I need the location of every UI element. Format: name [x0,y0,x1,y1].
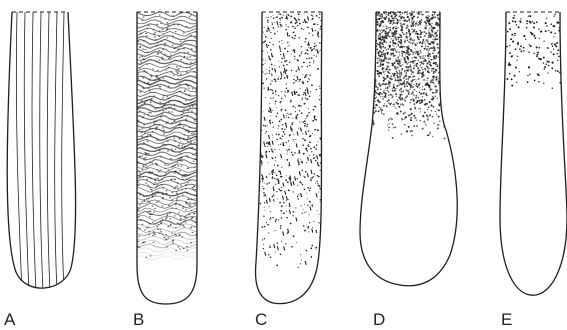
panel-d: D [360,11,457,329]
panel-label-d: D [373,310,385,329]
panel-e: E [500,12,567,329]
sparse-dots-texture [506,13,562,89]
panel-label-a: A [4,310,16,329]
dotted-striation-texture [259,13,324,268]
longitudinal-lines-texture [16,12,64,292]
dense-striation-texture [135,11,200,260]
panel-label-c: C [255,310,267,329]
panel-label-b: B [133,310,144,329]
panel-label-e: E [501,310,512,329]
panel-c-outline [256,12,322,304]
panel-a: A [4,12,76,329]
panel-c: C [255,12,325,329]
panel-b: B [133,11,200,329]
